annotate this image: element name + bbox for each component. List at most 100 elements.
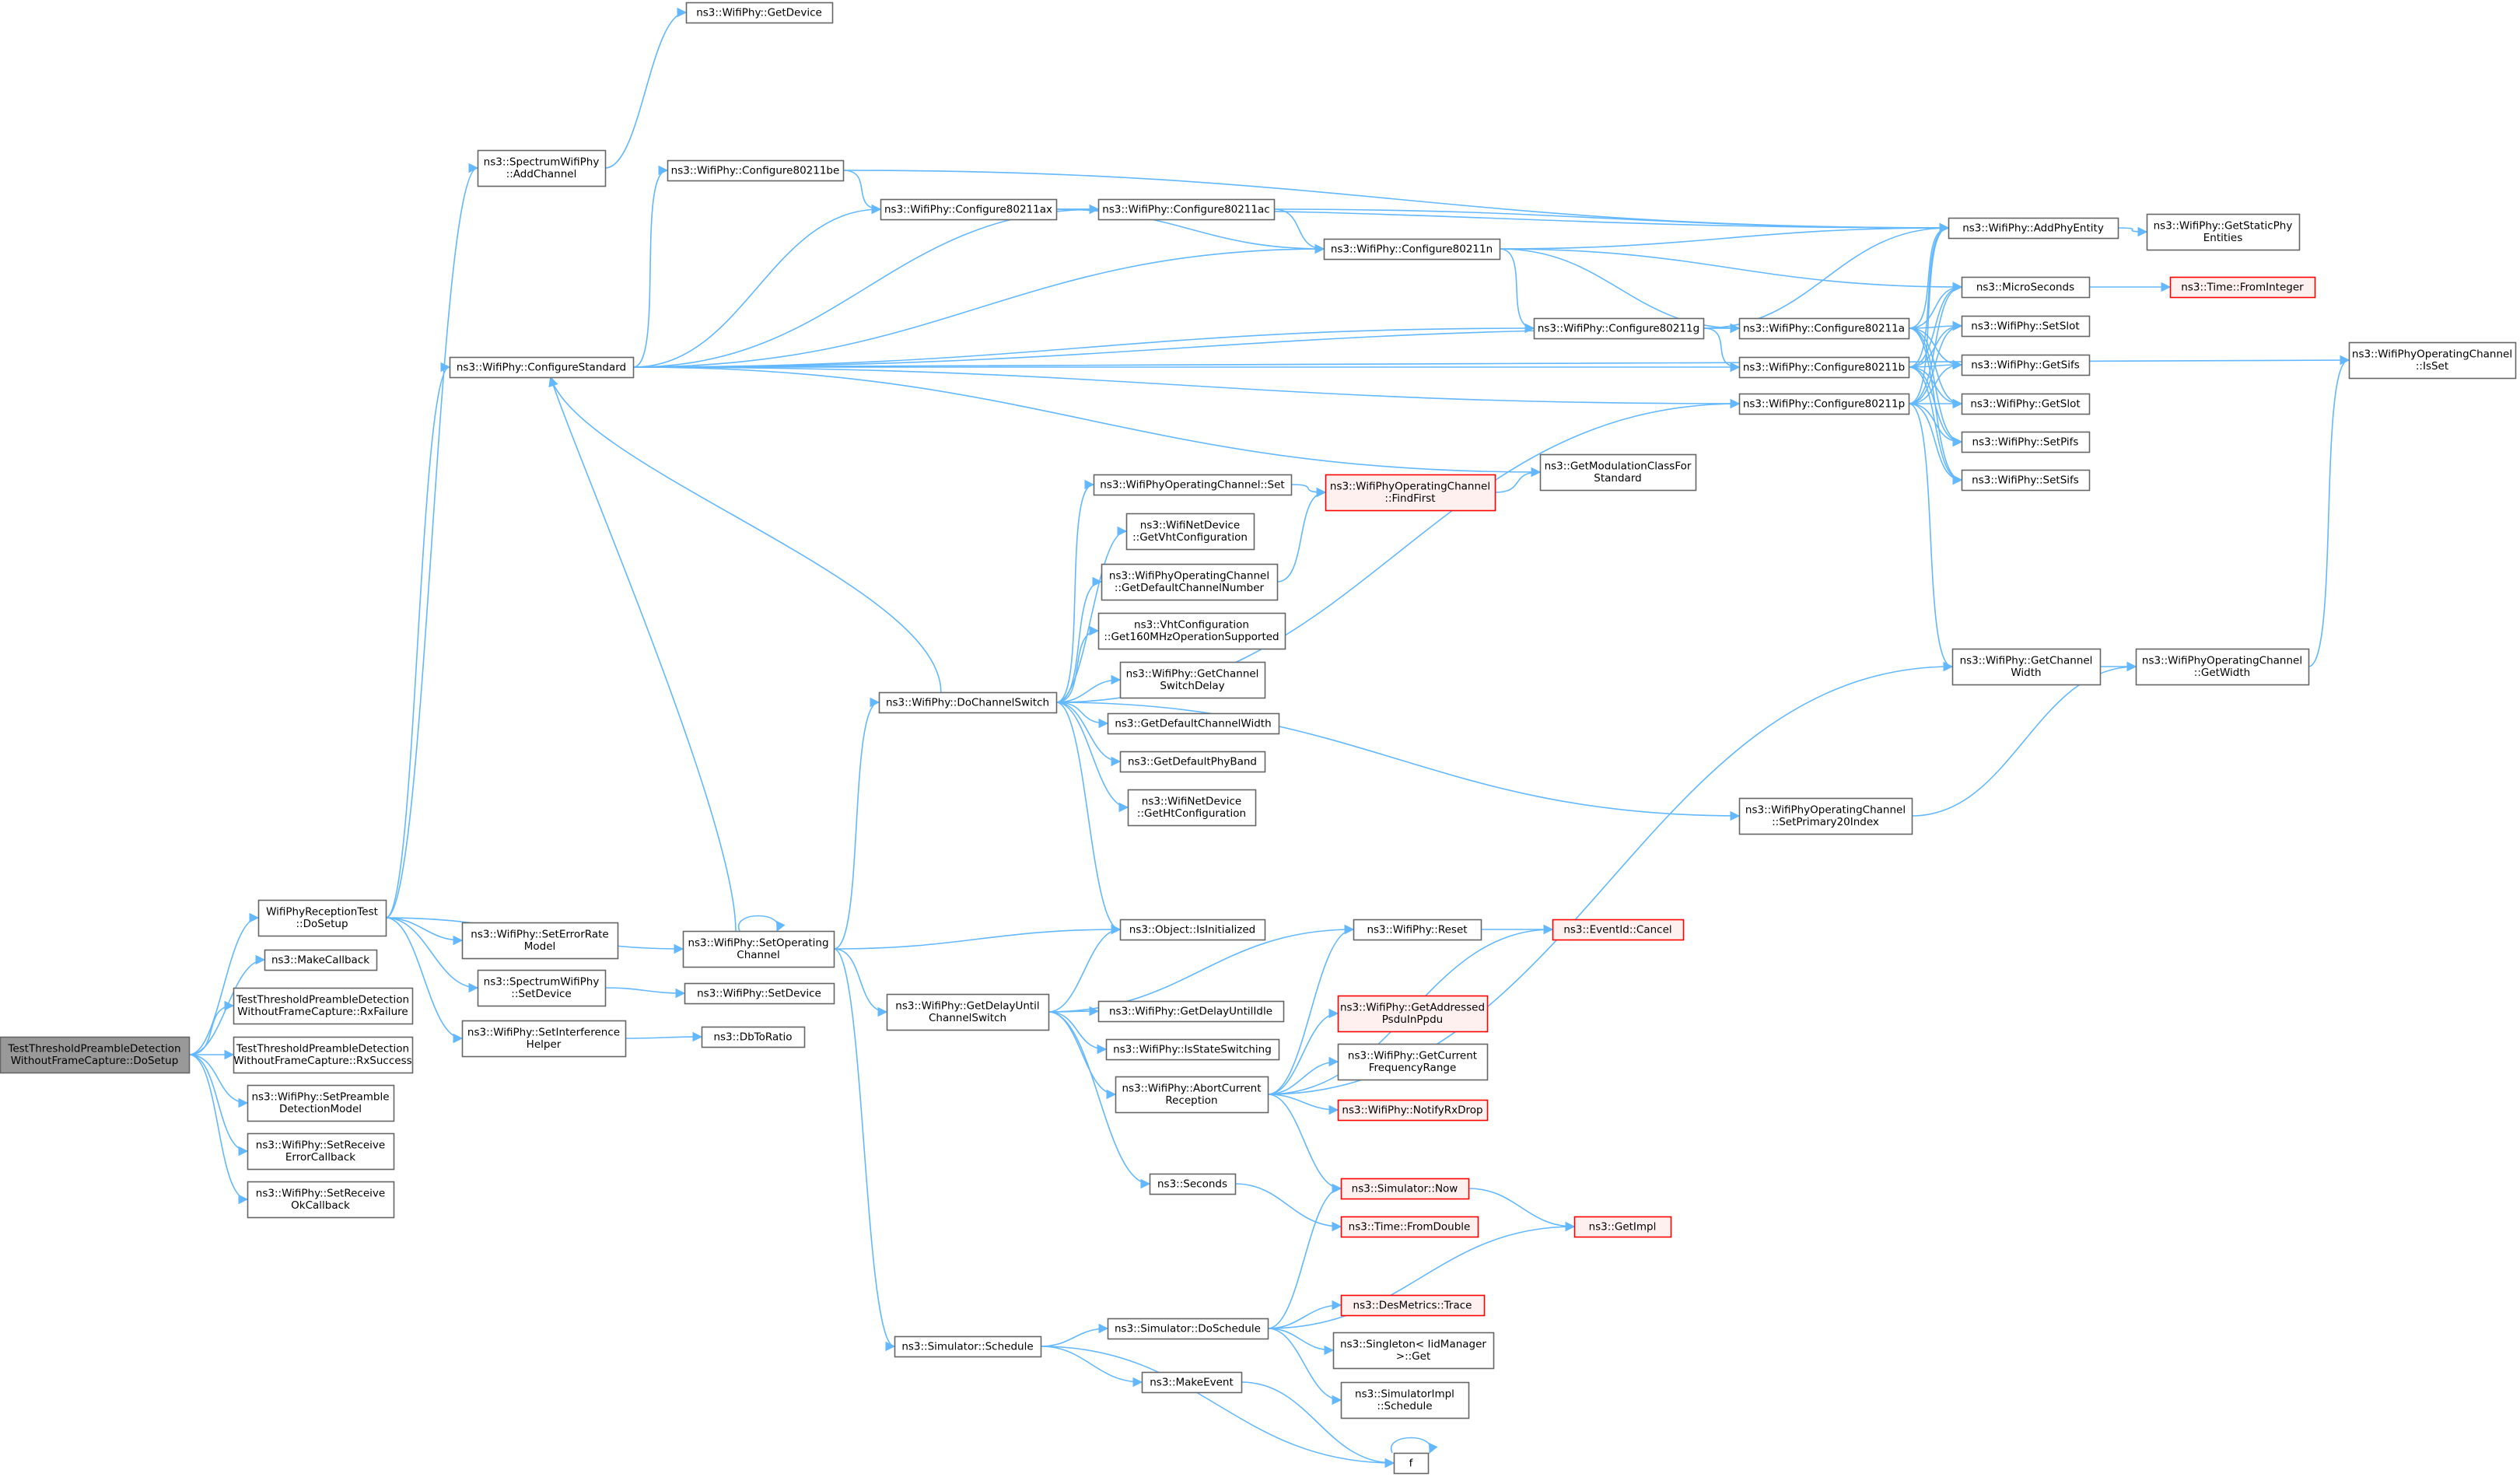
node-wifiSetDev[interactable]: ns3::WifiPhy::SetDevice (684, 982, 835, 1005)
edge-arrowhead (1111, 924, 1122, 935)
node-spectrumSetDev[interactable]: ns3::SpectrumWifiPhy::SetDevice (477, 969, 607, 1007)
node-doChSwitch[interactable]: ns3::WifiPhy::DoChannelSwitch (878, 691, 1058, 714)
node-makeCallback[interactable]: ns3::MakeCallback (264, 949, 378, 971)
edge-cfgG-to-addPhyEntity (1703, 222, 1950, 329)
node-dbToRatio[interactable]: ns3::DbToRatio (701, 1026, 806, 1048)
node-cfgBe[interactable]: ns3::WifiPhy::Configure80211be (667, 159, 845, 182)
node-addPhyEntity[interactable]: ns3::WifiPhy::AddPhyEntity (1948, 217, 2119, 240)
node-opChIsSet[interactable]: ns3::WifiPhyOperatingChannel::IsSet (2348, 341, 2517, 380)
node-cfgP[interactable]: ns3::WifiPhy::Configure80211p (1738, 393, 1910, 415)
node-getDefPhyBand[interactable]: ns3::GetDefaultPhyBand (1119, 751, 1266, 773)
node-setPifs[interactable]: ns3::WifiPhy::SetPifs (1961, 431, 2091, 453)
node-isInit[interactable]: ns3::Object::IsInitialized (1119, 919, 1266, 941)
node-getDevice[interactable]: ns3::WifiPhy::GetDevice (685, 2, 834, 24)
node-root[interactable]: TestThresholdPreambleDetectionWithoutFra… (0, 1036, 191, 1074)
node-setSlot[interactable]: ns3::WifiPhy::SetSlot (1961, 315, 2091, 338)
node-label: ns3::Seconds (1157, 1178, 1227, 1190)
node-cfgAx[interactable]: ns3::WifiPhy::Configure80211ax (880, 198, 1058, 221)
node-cfgA[interactable]: ns3::WifiPhy::Configure80211a (1738, 317, 1910, 340)
node-cfgG[interactable]: ns3::WifiPhy::Configure80211g (1533, 317, 1705, 340)
node-singleton[interactable]: ns3::Singleton< IidManager >::Get (1332, 1332, 1495, 1370)
edge-arrowhead (877, 1006, 888, 1017)
node-notifyRxDrop[interactable]: ns3::WifiPhy::NotifyRxDrop (1337, 1099, 1489, 1122)
node-isStateSw[interactable]: ns3::WifiPhy::IsStateSwitching (1105, 1038, 1280, 1061)
node-rxFailure[interactable]: TestThresholdPreambleDetectionWithoutFra… (233, 987, 414, 1025)
node-cfgAc[interactable]: ns3::WifiPhy::Configure80211ac (1097, 198, 1276, 221)
node-label: ns3::WifiPhy::GetCurrent (1348, 1050, 1477, 1062)
node-opChGetWidth[interactable]: ns3::WifiPhyOperatingChannel::GetWidth (2135, 648, 2310, 686)
edge-arrowhead (1531, 467, 1542, 478)
edge-line (188, 1005, 234, 1055)
edge-arrowhead (1324, 1345, 1335, 1356)
edge-arrowhead (674, 943, 684, 954)
node-getDefChNum[interactable]: ns3::WifiPhyOperatingChannel::GetDefault… (1101, 563, 1279, 601)
edge-arrowhead (776, 920, 786, 933)
node-setSifs[interactable]: ns3::WifiPhy::SetSifs (1961, 469, 2091, 492)
edge-abortRecep-to-getCurFreq (1267, 1056, 1339, 1095)
node-cfgN[interactable]: ns3::WifiPhy::Configure80211n (1323, 238, 1501, 261)
edge-arrowhead (2161, 282, 2172, 292)
edge-arrowhead (885, 1341, 896, 1352)
edge-cfgP-to-getSifs (1908, 359, 1963, 404)
node-simNow[interactable]: ns3::Simulator::Now (1340, 1178, 1470, 1200)
node-getDelayIdle[interactable]: ns3::WifiPhy::GetDelayUntilIdle (1097, 1000, 1285, 1023)
node-f[interactable]: f (1393, 1452, 1430, 1475)
node-reset[interactable]: ns3::WifiPhy::Reset (1353, 919, 1482, 941)
node-makeEvent[interactable]: ns3::MakeEvent (1141, 1371, 1243, 1394)
node-label: PsduInPpdu (1382, 1013, 1443, 1026)
edge-line (1267, 1013, 1339, 1095)
node-getSlot[interactable]: ns3::WifiPhy::GetSlot (1961, 393, 2091, 415)
edge-line (737, 915, 779, 932)
node-timeFromDouble[interactable]: ns3::Time::FromDouble (1340, 1216, 1479, 1238)
node-microSeconds[interactable]: ns3::MicroSeconds (1961, 276, 2091, 299)
node-get160[interactable]: ns3::VhtConfiguration::Get160MHzOperatio… (1097, 612, 1286, 650)
node-simDoSchedule[interactable]: ns3::Simulator::DoSchedule (1107, 1318, 1269, 1340)
node-doSetup[interactable]: WifiPhyReceptionTest::DoSetup (257, 899, 387, 937)
node-getSifs[interactable]: ns3::WifiPhy::GetSifs (1961, 354, 2091, 376)
node-simImplSched[interactable]: ns3::SimulatorImpl::Schedule (1340, 1381, 1470, 1419)
edge-arrowhead (1344, 924, 1355, 935)
node-label: ns3::WifiPhy::SetSlot (1971, 320, 2079, 332)
node-getHt[interactable]: ns3::WifiNetDevice::GetHtConfiguration (1127, 789, 1257, 827)
node-simSchedule[interactable]: ns3::Simulator::Schedule (894, 1335, 1042, 1358)
node-timeFromInt[interactable]: ns3::Time::FromInteger (2169, 276, 2316, 299)
node-box (1961, 354, 2091, 376)
node-spectrumAdd[interactable]: ns3::SpectrumWifiPhy::AddChannel (477, 149, 607, 187)
edge-arrowhead (2137, 226, 2148, 237)
edge-doSetup-to-spectrumSetDev (385, 917, 479, 993)
node-seconds[interactable]: ns3::Seconds (1149, 1173, 1237, 1195)
node-label: ns3::WifiPhy::SetDevice (697, 987, 821, 999)
node-rxSuccess[interactable]: TestThresholdPreambleDetectionWithoutFra… (233, 1036, 414, 1074)
edge-arrowhead (1524, 323, 1535, 334)
node-getImpl[interactable]: ns3::GetImpl (1573, 1216, 1672, 1238)
node-findFirst[interactable]: ns3::WifiPhyOperatingChannel::FindFirst (1325, 474, 1496, 512)
node-opChSet[interactable]: ns3::WifiPhyOperatingChannel::Set (1093, 474, 1293, 496)
node-cfgB[interactable]: ns3::WifiPhy::Configure80211b (1738, 356, 1910, 379)
edge-line (1499, 227, 1949, 250)
node-desTrace[interactable]: ns3::DesMetrics::Trace (1340, 1294, 1486, 1317)
edge-line (188, 917, 259, 1055)
node-evCancel[interactable]: ns3::EventId::Cancel (1552, 919, 1685, 941)
edge-line (1499, 248, 1740, 329)
node-getVht[interactable]: ns3::WifiNetDevice::GetVhtConfiguration (1125, 513, 1255, 551)
edge-line (1267, 1061, 1339, 1095)
node-setPrimary20[interactable]: ns3::WifiPhyOperatingChannel::SetPrimary… (1738, 797, 1913, 835)
node-label: ErrorCallback (285, 1151, 355, 1164)
node-getDefChWidth[interactable]: ns3::GetDefaultChannelWidth (1107, 712, 1280, 735)
node-configStd[interactable]: ns3::WifiPhy::ConfigureStandard (449, 356, 635, 379)
node-label: ns3::WifiPhy::DoChannelSwitch (886, 696, 1049, 709)
